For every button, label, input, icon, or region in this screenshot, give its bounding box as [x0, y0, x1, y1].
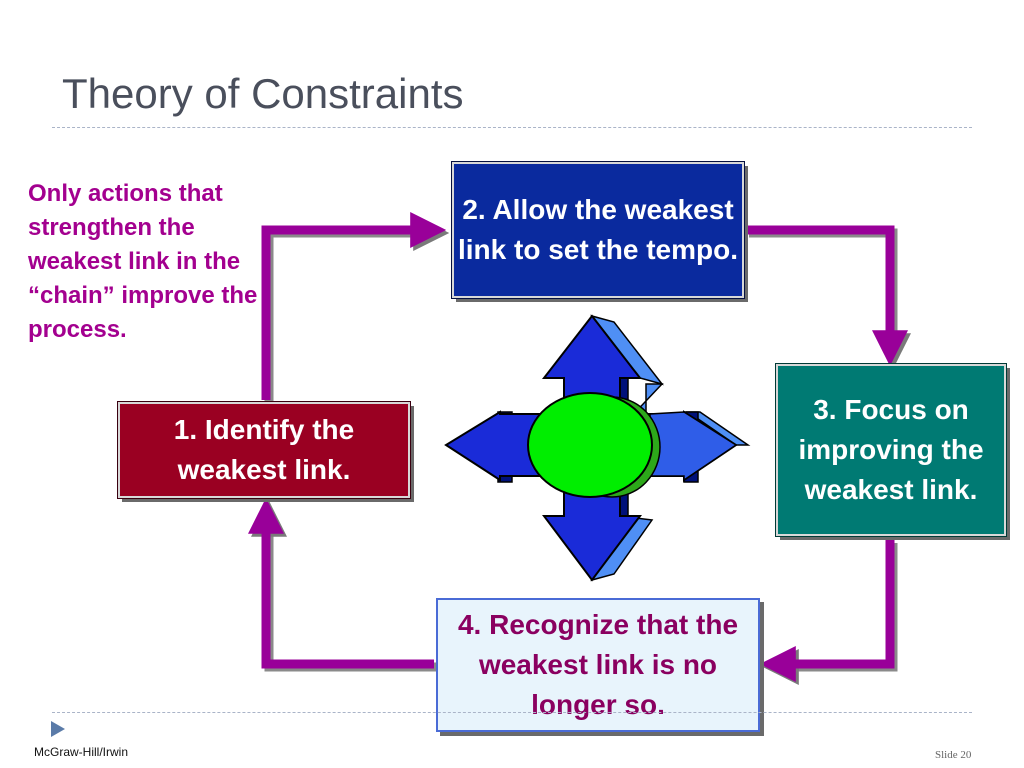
- arrow-4-to-1: [248, 497, 434, 669]
- footer-divider: [52, 712, 972, 713]
- title-divider: [52, 127, 972, 128]
- arrow-2-to-3: [746, 225, 908, 367]
- arrow-1-to-2: [261, 212, 447, 400]
- step-2-box: 2. Allow the weakest link to set the tem…: [451, 161, 745, 299]
- step-1-box: 1. Identify the weakest link.: [117, 401, 411, 499]
- arrow-3-to-4: [759, 540, 895, 682]
- play-triangle-icon[interactable]: [50, 720, 66, 738]
- center-circle: [527, 392, 661, 498]
- step-3-box: 3. Focus on improving the weakest link.: [775, 363, 1007, 537]
- publisher-label: McGraw-Hill/Irwin: [34, 745, 128, 759]
- side-note: Only actions that strengthen the weakest…: [28, 180, 258, 343]
- step-4-box: 4. Recognize that the weakest link is no…: [436, 598, 760, 732]
- connector-arrows: [248, 212, 908, 682]
- slide-title: Theory of Constraints: [62, 70, 464, 117]
- slide-number: Slide 20: [935, 749, 972, 761]
